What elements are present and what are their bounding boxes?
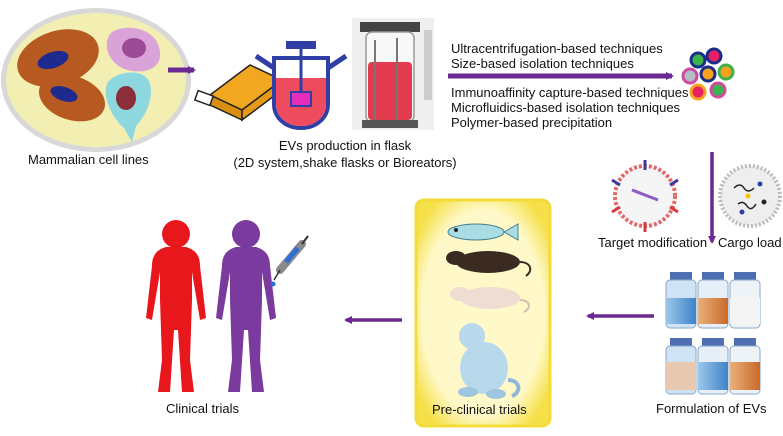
production-label-line2: (2D system,shake flasks or Bioreators) [233, 155, 457, 170]
production-label-line1: EVs production in flask [278, 138, 412, 153]
zebrafish-icon [447, 223, 519, 241]
preclinical-label: Pre-clinical trials [432, 402, 527, 417]
target-modification-label: Target modification [598, 235, 708, 250]
monkey-icon [458, 323, 521, 399]
ev-particles-icon [681, 47, 735, 101]
isolation-technique: Polymer-based precipitation [451, 115, 613, 130]
target-modification-icon [611, 160, 679, 232]
vial [665, 272, 697, 329]
bioreactor-vessel-icon [254, 41, 348, 131]
rat-icon [446, 251, 532, 277]
vial [665, 338, 697, 395]
syringe-icon [270, 235, 309, 287]
preclinical-panel [414, 198, 552, 428]
cargo-load-icon [718, 164, 782, 228]
formulation-vials [665, 272, 761, 395]
culture-flask-icon [193, 64, 284, 122]
cell-lines-label: Mammalian cell lines [28, 152, 149, 167]
mouse-icon [450, 287, 530, 313]
vial [729, 272, 761, 329]
isolation-technique: Immunoaffinity capture-based techniques [451, 85, 689, 100]
isolation-technique: Size-based isolation techniques [451, 56, 634, 71]
human-figure-purple [216, 220, 276, 392]
isolation-technique: Ultracentrifugation-based techniques [451, 41, 663, 56]
cargo-load-label: Cargo load [718, 235, 782, 250]
clinical-label: Clinical trials [166, 401, 239, 416]
formulation-label: Formulation of EVs [656, 401, 767, 416]
vial [697, 272, 729, 329]
bioreactor-photo [352, 18, 434, 130]
human-figure-red [146, 220, 206, 392]
vial [729, 338, 761, 395]
isolation-technique: Microfluidics-based isolation techniques [451, 100, 681, 115]
vial [697, 338, 729, 395]
cell-dish-illustration [1, 8, 191, 152]
